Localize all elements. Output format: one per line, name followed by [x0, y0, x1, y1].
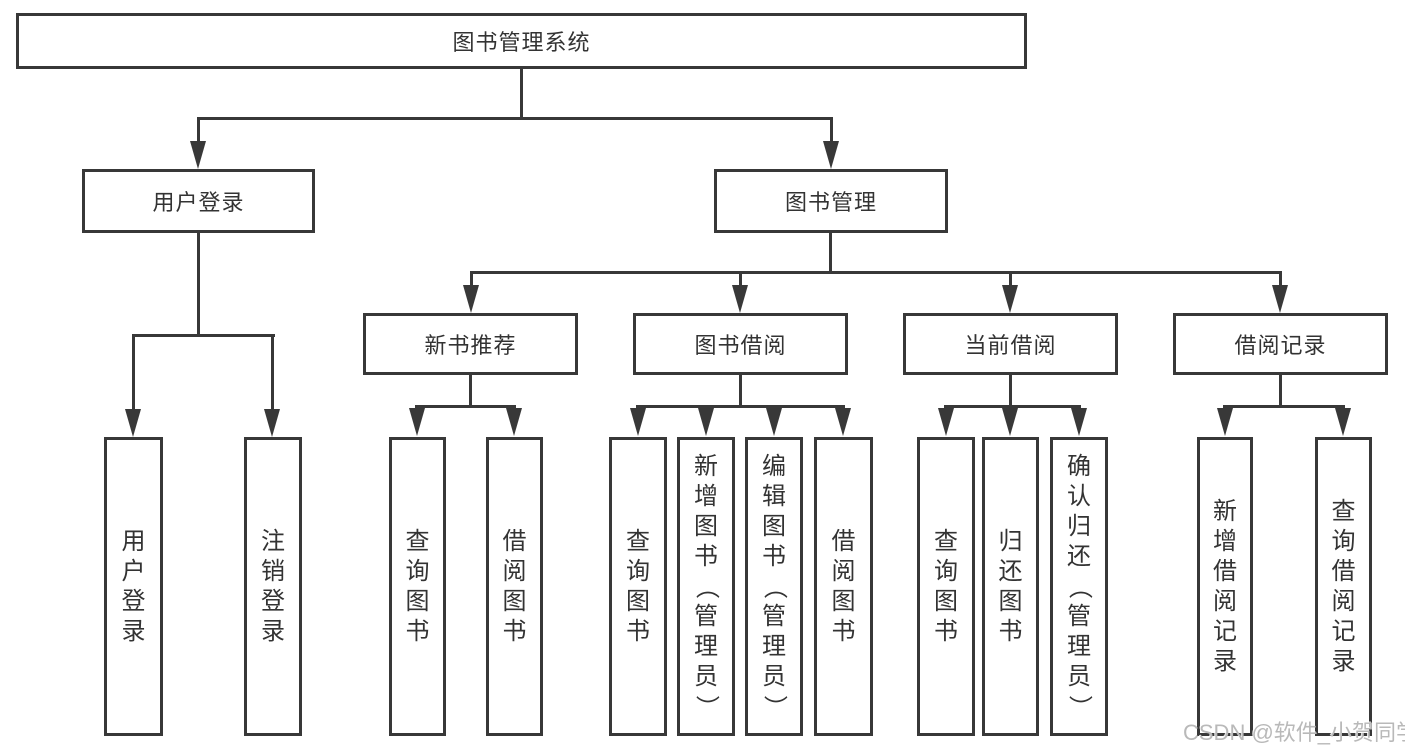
leaf-query-books-recommend: 查询图书 [389, 437, 446, 736]
connector-to-book-borrow [739, 271, 742, 290]
node-user-login: 用户登录 [82, 169, 315, 233]
connector-root-split [197, 117, 833, 120]
leaf-edit-books-admin-label: 编辑图书（管理员） [761, 452, 788, 719]
arrow-to-current-borrow [1002, 285, 1018, 313]
arrow-to-leaf-logout [264, 409, 280, 437]
node-borrow-records: 借阅记录 [1173, 313, 1388, 375]
node-book-management-label: 图书管理 [784, 190, 877, 215]
connector-new-book-stem [469, 375, 472, 408]
connector-to-current-borrow [1009, 271, 1012, 290]
connector-book-borrow-split [636, 405, 845, 408]
leaf-borrow-books-recommend: 借阅图书 [486, 437, 543, 736]
node-current-borrow: 当前借阅 [903, 313, 1118, 375]
connector-to-leaf-login [132, 334, 135, 414]
connector-book-borrow-stem [739, 375, 742, 408]
arrow-to-borrow-records [1272, 285, 1288, 313]
leaf-user-login: 用户登录 [104, 437, 163, 736]
connector-borrow-records-split [1223, 405, 1345, 408]
leaf-logout: 注销登录 [244, 437, 302, 736]
arrow-to-new-book [463, 285, 479, 313]
arrow-to-book-management [823, 141, 839, 169]
arrow-book-borrow-leaf1 [630, 408, 646, 436]
connector-borrow-records-stem [1279, 375, 1282, 408]
leaf-confirm-return-admin-label: 确认归还（管理员） [1066, 452, 1093, 719]
connector-book-mgmt-stem [829, 233, 832, 274]
node-borrow-records-label: 借阅记录 [1234, 333, 1327, 358]
node-book-management: 图书管理 [714, 169, 948, 233]
connector-user-login-split [132, 334, 275, 337]
connector-new-book-split [415, 405, 516, 408]
leaf-return-books-label: 归还图书 [998, 527, 1023, 645]
arrow-borrow-records-leaf2 [1335, 408, 1351, 436]
leaf-confirm-return-admin: 确认归还（管理员） [1050, 437, 1108, 736]
leaf-query-books-borrow: 查询图书 [609, 437, 667, 736]
arrow-borrow-records-leaf1 [1217, 408, 1233, 436]
leaf-add-books-admin-label: 新增图书（管理员） [693, 452, 720, 719]
node-new-book-recommend-label: 新书推荐 [424, 333, 517, 358]
leaf-query-books-current: 查询图书 [917, 437, 975, 736]
connector-to-book-management [830, 117, 833, 145]
leaf-logout-label: 注销登录 [261, 527, 285, 645]
leaf-query-books-recommend-label: 查询图书 [405, 527, 430, 645]
connector-book-mgmt-split [470, 271, 1282, 274]
connector-user-login-stem [197, 233, 200, 337]
leaf-borrow-books-label: 借阅图书 [831, 527, 856, 645]
leaf-query-borrow-record-label: 查询借阅记录 [1331, 497, 1356, 675]
leaf-borrow-books-recommend-label: 借阅图书 [502, 527, 527, 645]
arrow-new-book-leaf2 [506, 408, 522, 436]
node-root: 图书管理系统 [16, 13, 1027, 69]
arrow-book-borrow-leaf3 [766, 408, 782, 436]
leaf-user-login-label: 用户登录 [121, 527, 146, 645]
arrow-current-borrow-leaf2 [1002, 408, 1018, 436]
node-book-borrow: 图书借阅 [633, 313, 848, 375]
connector-to-new-book [470, 271, 473, 290]
node-root-label: 图书管理系统 [452, 30, 591, 55]
arrow-to-book-borrow [732, 285, 748, 313]
arrow-current-borrow-leaf3 [1071, 408, 1087, 436]
leaf-add-borrow-record-label: 新增借阅记录 [1213, 497, 1237, 675]
leaf-query-borrow-record: 查询借阅记录 [1315, 437, 1372, 736]
leaf-return-books: 归还图书 [982, 437, 1039, 736]
connector-root-stem [520, 68, 523, 120]
connector-to-borrow-records [1279, 271, 1282, 290]
arrow-book-borrow-leaf2 [698, 408, 714, 436]
arrow-to-leaf-login [125, 409, 141, 437]
connector-current-borrow-stem [1009, 375, 1012, 408]
arrow-new-book-leaf1 [409, 408, 425, 436]
arrow-book-borrow-leaf4 [835, 408, 851, 436]
connector-to-user-login [197, 117, 200, 145]
node-current-borrow-label: 当前借阅 [964, 333, 1057, 358]
arrow-current-borrow-leaf1 [938, 408, 954, 436]
node-new-book-recommend: 新书推荐 [363, 313, 578, 375]
leaf-add-books-admin: 新增图书（管理员） [677, 437, 735, 736]
leaf-edit-books-admin: 编辑图书（管理员） [745, 437, 803, 736]
leaf-query-books-current-label: 查询图书 [934, 527, 958, 645]
arrow-to-user-login [190, 141, 206, 169]
csdn-watermark: CSDN @软件_小贺同学 [1183, 720, 1405, 745]
leaf-query-books-borrow-label: 查询图书 [626, 527, 650, 645]
connector-current-borrow-split [944, 405, 1081, 408]
node-book-borrow-label: 图书借阅 [694, 333, 787, 358]
leaf-borrow-books: 借阅图书 [814, 437, 873, 736]
node-user-login-label: 用户登录 [152, 190, 245, 215]
leaf-add-borrow-record: 新增借阅记录 [1197, 437, 1253, 736]
connector-to-leaf-logout [271, 334, 274, 414]
